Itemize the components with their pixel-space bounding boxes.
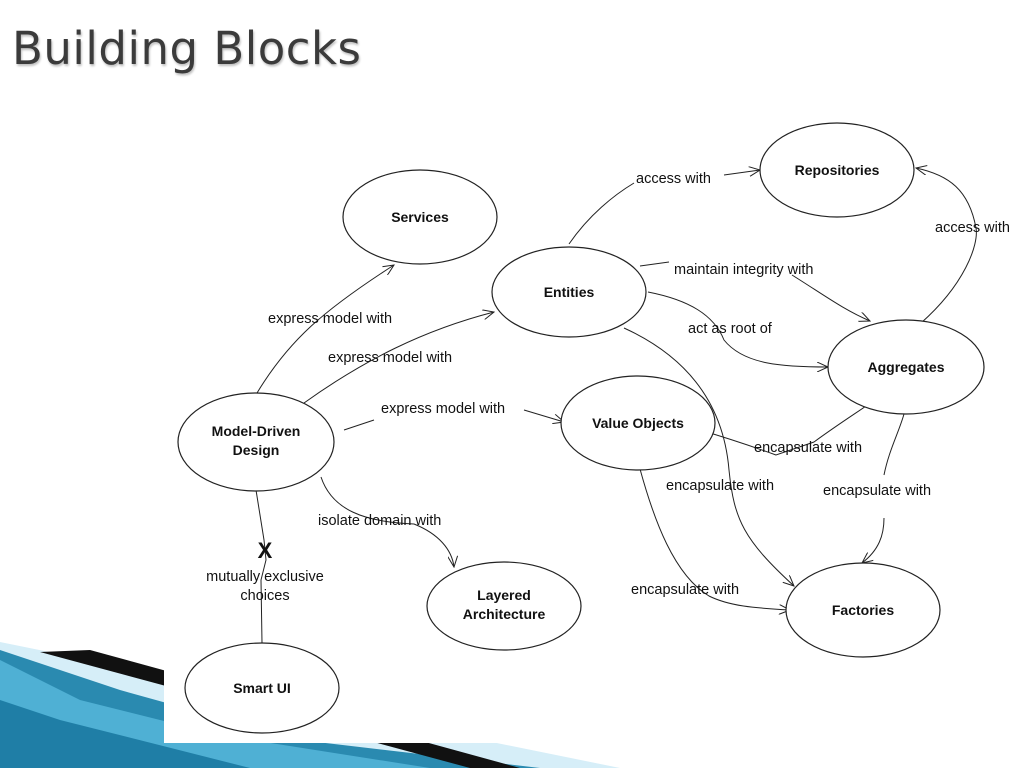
exclusion-x-mark: X <box>258 538 273 563</box>
node-layered-architecture: Layered Architecture <box>426 561 582 651</box>
edge-aggregates-repositories <box>916 168 977 324</box>
edge-label-aggregates-repositories: access with <box>935 220 1010 236</box>
edge-mdd-value-objects-b <box>523 409 564 422</box>
edge-entities-factories <box>623 327 794 586</box>
edge-label-entities-aggregates-root: act as root of <box>688 321 773 337</box>
node-factories: Factories <box>785 562 941 658</box>
edge-label-mdd-services: express model with <box>268 311 392 327</box>
edge-mdd-smartui <box>255 489 267 644</box>
edge-entities-aggregates-integrity-a <box>639 261 670 267</box>
node-label-mdd-line1: Model-Driven <box>212 423 301 439</box>
edge-value-objects-factories <box>639 468 790 610</box>
node-model-driven-design: Model-Driven Design <box>177 392 335 492</box>
edge-labels: express model with express model with ex… <box>268 171 1010 598</box>
edge-label-mdd-entities: express model with <box>328 350 452 366</box>
edges <box>255 168 977 644</box>
node-label-repositories: Repositories <box>795 162 880 178</box>
node-label-aggregates: Aggregates <box>867 359 944 375</box>
exclusion-marker: X mutually exclusive choices <box>206 538 324 604</box>
node-label-layered-line2: Architecture <box>463 606 546 622</box>
edge-mdd-value-objects-a <box>343 419 375 431</box>
exclusion-label-line1: mutually exclusive <box>206 569 324 585</box>
slide-title: Building Blocks <box>12 22 362 75</box>
node-entities: Entities <box>491 246 647 338</box>
node-repositories: Repositories <box>759 122 915 218</box>
edge-entities-aggregates-integrity-b <box>791 274 870 321</box>
node-label-services: Services <box>391 209 449 225</box>
node-smart-ui: Smart UI <box>184 642 340 734</box>
edge-label-entities-aggregates-integrity: maintain integrity with <box>674 262 813 278</box>
edge-label-entities-factories: encapsulate with <box>666 478 774 494</box>
diagram-canvas: express model with express model with ex… <box>177 122 1010 734</box>
edge-entities-repositories-b <box>723 170 760 175</box>
node-value-objects: Value Objects <box>560 375 716 471</box>
node-label-factories: Factories <box>832 602 894 618</box>
edge-mdd-services <box>256 265 394 394</box>
node-label-entities: Entities <box>544 284 595 300</box>
edge-label-value-objects-factories: encapsulate with <box>631 582 739 598</box>
edge-label-mdd-layered: isolate domain with <box>318 513 441 529</box>
exclusion-label-line2: choices <box>240 588 289 604</box>
edge-entities-aggregates-root <box>647 291 828 367</box>
edge-label-entities-repositories: access with <box>636 171 711 187</box>
edge-label-mdd-value-objects: express model with <box>381 401 505 417</box>
diagram-figure: express model with express model with ex… <box>164 120 1024 743</box>
node-services: Services <box>342 169 498 265</box>
edge-label-value-objects-aggregates: encapsulate with <box>754 440 862 456</box>
node-aggregates: Aggregates <box>827 319 985 415</box>
node-label-mdd-line2: Design <box>233 442 280 458</box>
edge-mdd-entities <box>303 312 494 404</box>
edge-entities-repositories-a <box>568 182 635 245</box>
node-label-layered-line1: Layered <box>477 587 531 603</box>
node-label-value-objects: Value Objects <box>592 415 684 431</box>
edge-label-aggregates-factories: encapsulate with <box>823 483 931 499</box>
edge-mdd-layered <box>320 476 454 567</box>
edge-aggregates-factories <box>862 413 905 563</box>
node-label-smart-ui: Smart UI <box>233 680 291 696</box>
